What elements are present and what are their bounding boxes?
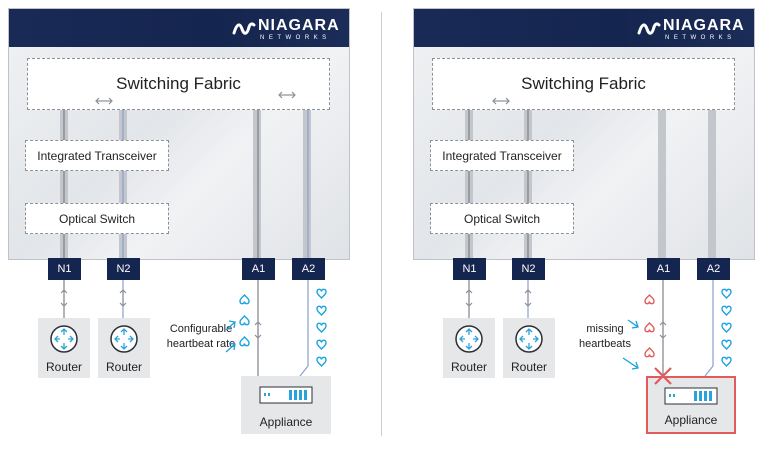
heartbeat-icon (239, 294, 250, 305)
missing-heartbeats-note: missing heartbeats (572, 322, 638, 352)
router-label: Router (45, 360, 83, 374)
appliance-label: Appliance (259, 415, 313, 429)
note-line: heartbeat rate (166, 338, 236, 350)
port-n1[interactable]: N1 (48, 258, 81, 280)
bidirectional-arrow-icon (492, 97, 510, 105)
heartbeat-icon (316, 288, 327, 299)
pointer-arrows (622, 319, 639, 370)
missing-heartbeat-icon (644, 294, 655, 305)
heartbeat-icons-a1 (239, 294, 250, 347)
server-icon (259, 386, 313, 404)
bidirectional-arrow-icon (278, 91, 296, 99)
heartbeat-icon (721, 288, 732, 299)
router-label: Router (510, 360, 548, 374)
brand-subname: NETWORKS (260, 35, 331, 41)
note-line: heartbeats (579, 338, 631, 350)
appliance-node-failed[interactable]: Appliance (646, 376, 736, 434)
port-a1[interactable]: A1 (242, 258, 275, 280)
port-n1[interactable]: N1 (453, 258, 486, 280)
brand-wordmark: NIAGARA NETWORKS (258, 18, 340, 42)
switching-fabric-box: Switching Fabric (432, 58, 735, 110)
missing-heartbeat-icon (644, 347, 655, 358)
pointer-arrows (225, 320, 236, 353)
failure-x-icon (654, 367, 672, 385)
optical-switch-box: Optical Switch (25, 203, 169, 234)
switching-fabric-box: Switching Fabric (27, 58, 330, 110)
bidirectional-arrow-icon (524, 289, 532, 307)
optical-switch-box: Optical Switch (430, 203, 574, 234)
appliance-node[interactable]: Appliance (241, 376, 331, 434)
brand-name: NIAGARA (258, 17, 340, 34)
heartbeat-rate-note: Configurable heartbeat rate (158, 322, 244, 352)
router-node[interactable]: Router (38, 318, 90, 378)
heartbeat-icon (316, 339, 327, 350)
bidirectional-arrow-icon (465, 289, 473, 307)
brand-banner (414, 9, 754, 47)
server-icon (664, 387, 718, 405)
port-a1[interactable]: A1 (647, 258, 680, 280)
router-label: Router (450, 360, 488, 374)
heartbeat-icon (239, 315, 250, 326)
integrated-transceiver-box: Integrated Transceiver (430, 140, 574, 171)
heartbeat-icon (721, 339, 732, 350)
port-n2[interactable]: N2 (107, 258, 140, 280)
note-line: missing (586, 323, 624, 335)
heartbeat-icon (239, 336, 250, 347)
heartbeat-icon (316, 305, 327, 316)
port-a2[interactable]: A2 (292, 258, 325, 280)
brand-name: NIAGARA (663, 17, 745, 34)
heartbeat-icon (316, 356, 327, 367)
router-node[interactable]: Router (443, 318, 495, 378)
router-icon (110, 325, 138, 353)
brand-wordmark: NIAGARA NETWORKS (663, 18, 745, 42)
note-line: Configurable (169, 323, 233, 335)
niagara-logo-icon (232, 22, 256, 35)
router-label: Router (105, 360, 143, 374)
appliance-label: Appliance (664, 413, 718, 427)
brand-banner (9, 9, 349, 47)
router-node[interactable]: Router (98, 318, 150, 378)
bidirectional-arrow-icon (119, 289, 127, 307)
panel-divider (381, 12, 382, 436)
missing-heartbeat-icon (644, 322, 655, 333)
router-node[interactable]: Router (503, 318, 555, 378)
bidirectional-arrow-icon (254, 321, 262, 339)
heartbeat-icon (721, 305, 732, 316)
heartbeat-icons-a2 (721, 288, 732, 367)
bidirectional-arrow-icon (60, 289, 68, 307)
router-icon (50, 325, 78, 353)
router-icon (515, 325, 543, 353)
heartbeat-icon (316, 322, 327, 333)
heartbeat-icon (721, 322, 732, 333)
heartbeat-icon (721, 356, 732, 367)
missing-heartbeat-icons (644, 294, 655, 358)
port-a2[interactable]: A2 (697, 258, 730, 280)
bidirectional-arrow-icon (95, 97, 113, 105)
port-n2[interactable]: N2 (512, 258, 545, 280)
brand-subname: NETWORKS (665, 35, 736, 41)
niagara-logo-icon (637, 22, 661, 35)
heartbeat-icons-a2 (316, 288, 327, 367)
router-icon (455, 325, 483, 353)
integrated-transceiver-box: Integrated Transceiver (25, 140, 169, 171)
bidirectional-arrow-icon (659, 321, 667, 339)
